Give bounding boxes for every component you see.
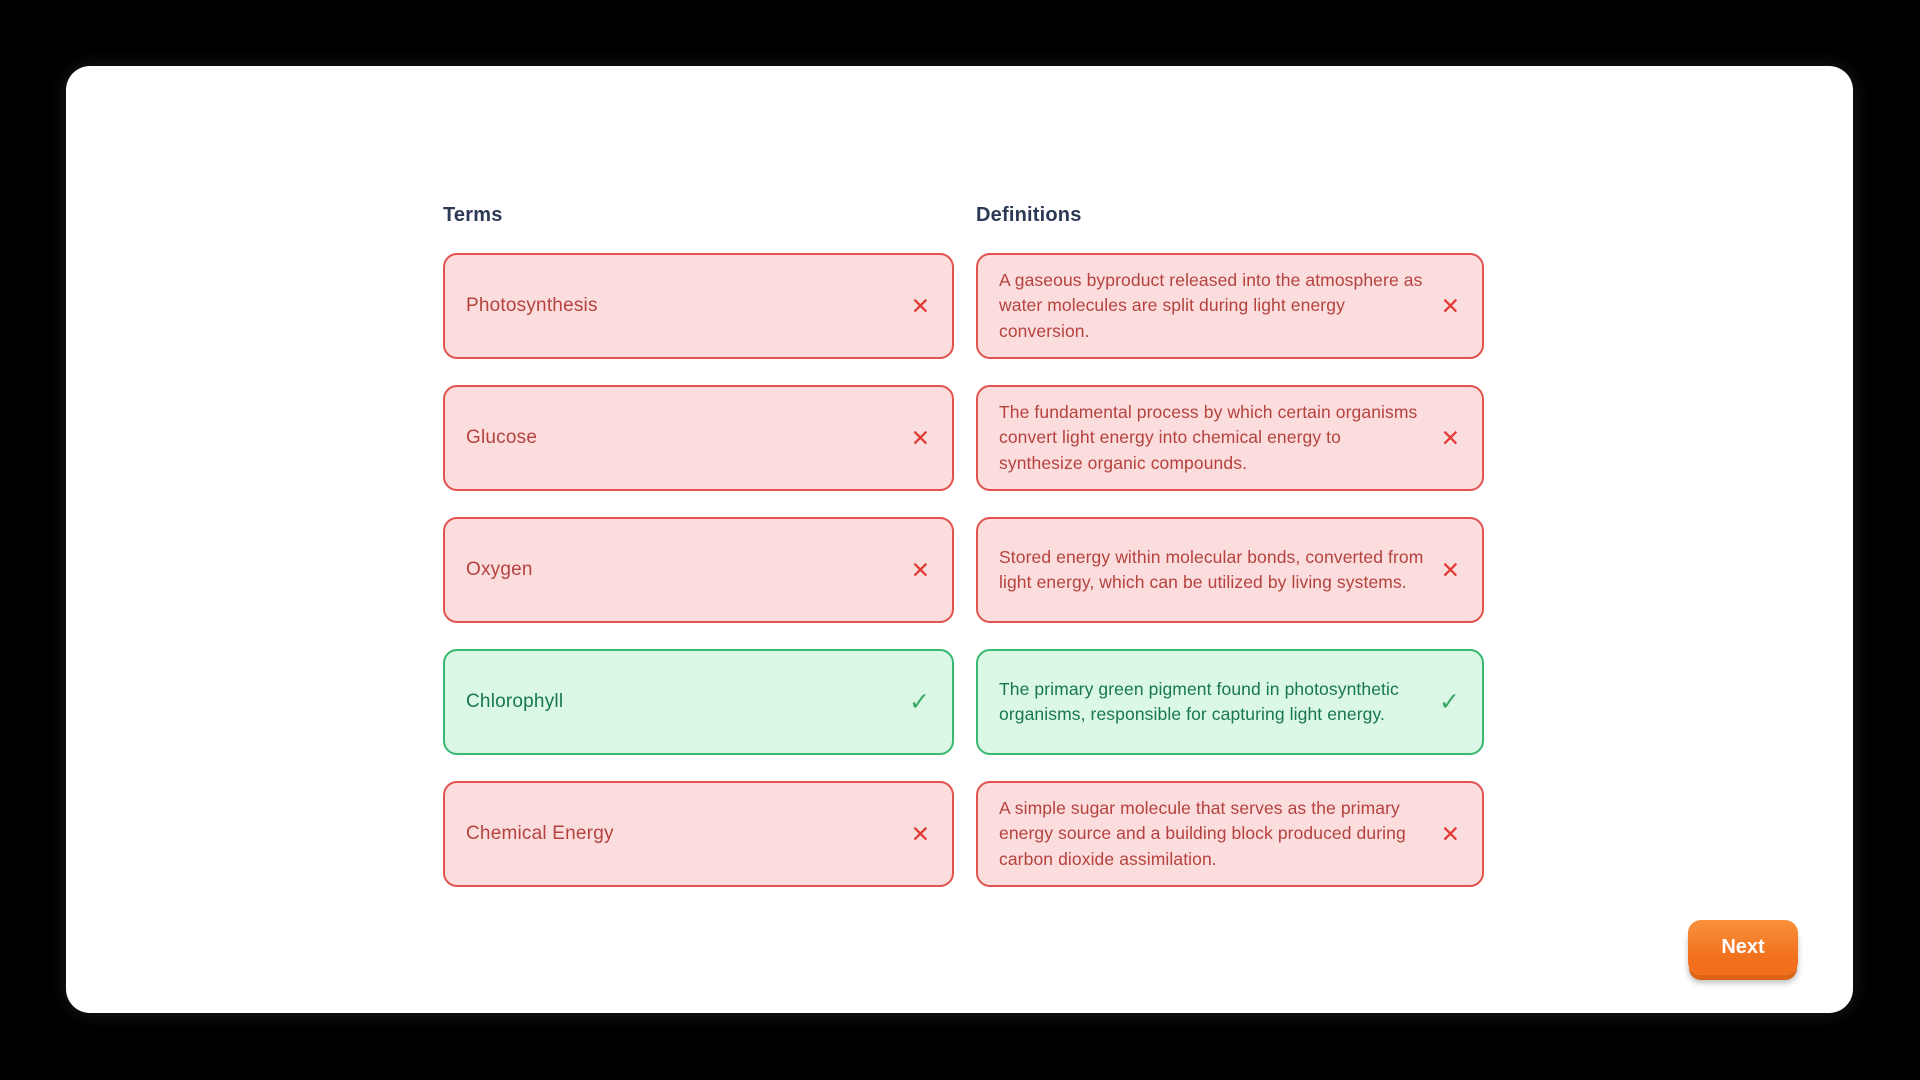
definition-card[interactable]: A simple sugar molecule that serves as t… — [976, 781, 1484, 887]
terms-column-header: Terms — [443, 204, 503, 226]
x-icon: ✕ — [910, 556, 930, 583]
x-icon: ✕ — [1440, 820, 1460, 847]
x-icon: ✕ — [910, 820, 930, 847]
term-label: Chlorophyll — [466, 691, 564, 712]
definition-card[interactable]: A gaseous byproduct released into the at… — [976, 253, 1484, 359]
term-card[interactable]: Glucose ✕ — [443, 385, 954, 491]
x-icon: ✕ — [910, 424, 930, 451]
x-icon: ✕ — [1440, 424, 1460, 451]
x-icon: ✕ — [1440, 556, 1460, 583]
definition-text: A gaseous byproduct released into the at… — [999, 270, 1423, 341]
definition-text: The fundamental process by which certain… — [999, 402, 1418, 473]
definition-text: The primary green pigment found in photo… — [999, 678, 1399, 724]
term-label: Photosynthesis — [466, 295, 598, 316]
term-card[interactable]: Oxygen ✕ — [443, 517, 954, 623]
term-label: Oxygen — [466, 559, 533, 580]
x-icon: ✕ — [910, 292, 930, 319]
term-card[interactable]: Chemical Energy ✕ — [443, 781, 954, 887]
definition-text: Stored energy within molecular bonds, co… — [999, 546, 1424, 592]
x-icon: ✕ — [1440, 292, 1460, 319]
check-icon: ✓ — [909, 687, 930, 716]
definition-card[interactable]: The fundamental process by which certain… — [976, 385, 1484, 491]
check-icon: ✓ — [1439, 687, 1460, 716]
definitions-column-header: Definitions — [976, 204, 1082, 226]
definition-card[interactable]: The primary green pigment found in photo… — [976, 649, 1484, 755]
definition-text: A simple sugar molecule that serves as t… — [999, 798, 1406, 869]
matching-exercise: Terms Definitions Photosynthesis ✕ A gas… — [443, 203, 1484, 887]
definition-card[interactable]: Stored energy within molecular bonds, co… — [976, 517, 1484, 623]
term-card[interactable]: Photosynthesis ✕ — [443, 253, 954, 359]
term-label: Glucose — [466, 427, 538, 448]
term-label: Chemical Energy — [466, 823, 614, 844]
next-button[interactable]: Next — [1688, 920, 1798, 975]
quiz-panel: Terms Definitions Photosynthesis ✕ A gas… — [66, 66, 1853, 1013]
term-card[interactable]: Chlorophyll ✓ — [443, 649, 954, 755]
